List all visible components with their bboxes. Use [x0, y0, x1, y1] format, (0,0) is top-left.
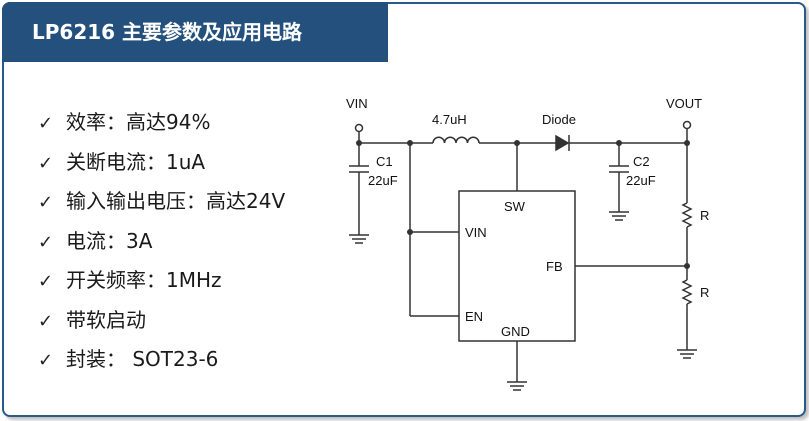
c1-value-label: 22uF	[368, 173, 398, 188]
vout-label: VOUT	[666, 96, 702, 111]
feature-text: 封装： SOT23-6	[66, 347, 219, 371]
check-icon: ✓	[38, 271, 54, 292]
r1-label: R1	[700, 208, 710, 223]
junction-dot	[616, 140, 622, 146]
feature-text: 输入输出电压：高达24V	[66, 189, 286, 213]
diode-symbol	[555, 134, 570, 152]
inductor-label: 4.7uH	[432, 112, 467, 127]
diode-label: Diode	[542, 112, 576, 127]
feature-current: ✓ 电流：3A	[38, 222, 285, 262]
feature-efficiency: ✓ 效率：高达94%	[38, 103, 285, 143]
page-title: LP6216 主要参数及应用电路	[2, 2, 388, 62]
feature-text: 带软启动	[66, 307, 146, 332]
pin-sw-label: SW	[504, 199, 526, 214]
feature-text: 开关频率：1MHz	[66, 268, 222, 292]
c1-name-label: C1	[376, 154, 393, 169]
feature-text: 电流：3A	[66, 228, 153, 253]
check-icon: ✓	[38, 350, 54, 371]
junction-dot	[684, 140, 690, 146]
pin-gnd-label: GND	[501, 324, 530, 339]
junction-dot	[407, 229, 413, 235]
vin-label: VIN	[346, 96, 368, 111]
vin-terminal	[354, 123, 364, 133]
feature-package: ✓ 封装： SOT23-6	[38, 340, 285, 380]
check-icon: ✓	[38, 152, 54, 174]
check-icon: ✓	[38, 192, 54, 213]
check-icon: ✓	[38, 231, 54, 253]
check-icon: ✓	[38, 310, 54, 332]
feature-soft-start: ✓ 带软启动	[38, 301, 285, 341]
junction-dot	[684, 263, 690, 269]
resistor-r2-symbol	[681, 279, 693, 305]
inductor-symbol	[432, 136, 480, 144]
c2-value-label: 22uF	[626, 173, 656, 188]
pin-fb-label: FB	[546, 259, 563, 274]
pin-en-label: EN	[465, 309, 483, 324]
main-card	[2, 2, 806, 417]
pin-vin-label: VIN	[465, 225, 487, 240]
vout-terminal	[682, 120, 692, 130]
check-icon: ✓	[38, 113, 54, 134]
r2-label: R2	[700, 285, 710, 300]
c2-name-label: C2	[633, 154, 650, 169]
feature-list: ✓ 效率：高达94% ✓ 关断电流：1uA ✓ 输入输出电压：高达24V ✓ 电流：3A…	[38, 103, 285, 380]
feature-text: 效率：高达94%	[66, 110, 211, 134]
resistor-r1-symbol	[681, 202, 693, 228]
application-circuit-schematic: VIN VOUT 4.7uH Diode C1 22uF C2 22uF R1 …	[346, 96, 710, 391]
junction-dot	[407, 140, 413, 146]
feature-shutdown-current: ✓ 关断电流：1uA	[38, 143, 285, 183]
junction-dot	[514, 140, 520, 146]
feature-switch-frequency: ✓ 开关频率：1MHz	[38, 261, 285, 301]
junction-dot	[356, 140, 362, 146]
feature-text: 关断电流：1uA	[66, 149, 206, 174]
feature-io-voltage: ✓ 输入输出电压：高达24V	[38, 182, 285, 222]
